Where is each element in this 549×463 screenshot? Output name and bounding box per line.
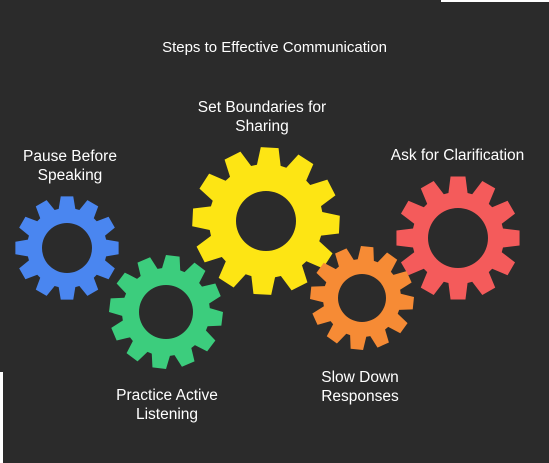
gear-icon-pause-before-speaking xyxy=(15,196,119,300)
gear-icon-set-boundaries xyxy=(192,147,340,295)
gear-icon-practice-active-listening xyxy=(109,255,223,369)
step-label-set-boundaries: Set Boundaries for Sharing xyxy=(197,99,327,135)
step-label-ask-for-clarification: Ask for Clarification xyxy=(390,147,525,164)
step-label-slow-down-responses: Slow Down Responses xyxy=(321,369,399,405)
gear-shape xyxy=(310,246,414,350)
step-label-practice-active-listening: Practice Active Listening xyxy=(116,387,218,423)
gear-shape xyxy=(109,255,223,369)
gear-shape xyxy=(396,176,520,300)
gear-icon-slow-down-responses xyxy=(310,246,414,350)
step-label-pause-before-speaking: Pause Before Speaking xyxy=(23,148,117,184)
background-notch xyxy=(441,0,549,2)
background-notch xyxy=(0,372,3,463)
gear-shape xyxy=(192,147,340,295)
diagram-title: Steps to Effective Communication xyxy=(162,39,387,56)
gear-shape xyxy=(15,196,119,300)
gear-icon-ask-for-clarification xyxy=(396,176,520,300)
